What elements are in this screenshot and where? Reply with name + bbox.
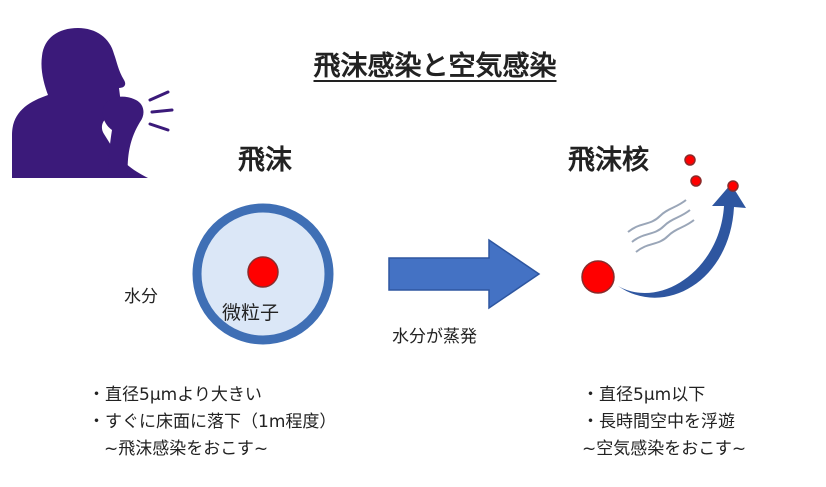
droplet-note-size: ・直径5μmより大きい (88, 385, 262, 405)
air-flow-lines (627, 199, 695, 253)
page-title: 飛沫感染と空気感染 (313, 51, 557, 82)
particle-label: 微粒子 (222, 302, 280, 324)
droplet-heading: 飛沫 (238, 145, 292, 176)
rising-arrow (618, 184, 746, 298)
droplet-particle-dot (247, 256, 279, 288)
floating-particle-dot (690, 175, 702, 187)
droplet-notes: ・直径5μmより大きい ・すぐに床面に落下（1m程度） ~飛沫感染をおこす~ (88, 382, 336, 463)
evaporation-label: 水分が蒸発 (392, 327, 477, 347)
nucleus-notes: ・直径5μm以下 ・長時間空中を浮遊 ~空気感染をおこす~ (582, 382, 746, 463)
nucleus-note-size: ・直径5μm以下 (582, 385, 706, 405)
droplet-note-fall: ・すぐに床面に落下（1m程度） (88, 412, 337, 432)
nucleus-heading: 飛沫核 (568, 145, 649, 176)
nucleus-conclusion: ~空気感染をおこす~ (582, 439, 747, 459)
nucleus-note-float: ・長時間空中を浮遊 (582, 412, 735, 432)
nucleus-particle-dot (581, 260, 615, 294)
droplet-conclusion: ~飛沫感染をおこす~ (104, 439, 269, 459)
coughing-person-icon (12, 28, 174, 178)
water-label: 水分 (124, 287, 158, 307)
evaporation-arrow (388, 238, 541, 310)
floating-particle-dot (684, 154, 696, 166)
floating-particle-dot (727, 180, 739, 192)
